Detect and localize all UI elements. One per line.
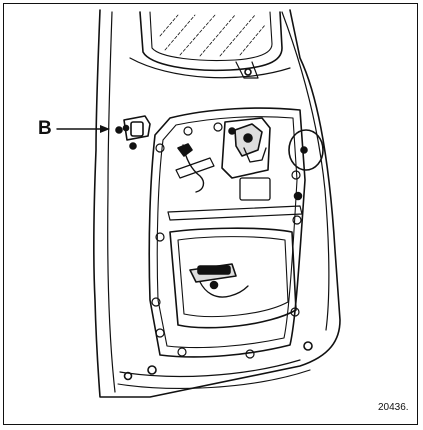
window-regulator-slot	[235, 61, 259, 79]
door-inner-flange	[107, 11, 116, 393]
lock-rod	[182, 144, 205, 193]
door-outer-outline	[93, 9, 341, 398]
window-glass-edge	[149, 11, 273, 62]
lower-left-hole	[123, 371, 133, 381]
callout-label-b: B	[38, 118, 52, 139]
door-bottom-hem	[117, 369, 311, 389]
striker-screw-side	[122, 124, 130, 132]
regulator-bolt	[244, 68, 252, 76]
lock-bolt	[228, 127, 236, 135]
window-bottom-rail	[129, 57, 291, 79]
window-glass-hatching	[159, 14, 266, 57]
lock-pivot	[243, 133, 253, 143]
door-inner-flange-right	[281, 11, 330, 331]
lock-lever-arm	[243, 147, 267, 163]
handle-recess-outline	[169, 227, 297, 329]
striker-bracket	[123, 115, 151, 141]
rail-bolt-right	[293, 191, 303, 201]
trim-recess-inner	[156, 116, 298, 349]
striker-screw-top	[115, 126, 123, 134]
lock-bracket	[239, 177, 271, 201]
callout-arrowhead	[100, 125, 110, 133]
handle-pivot	[209, 280, 219, 290]
striker-screw-bottom	[129, 142, 137, 150]
mounting-holes	[151, 122, 302, 359]
linkage-bar	[175, 157, 215, 179]
diagram-frame	[3, 3, 418, 425]
handle-recess-inner	[177, 236, 289, 318]
striker-plate	[130, 121, 144, 137]
rod-clip	[177, 143, 193, 157]
handle-rod	[199, 281, 249, 298]
release-actuator	[288, 129, 324, 171]
lock-mechanism-housing	[221, 117, 271, 179]
door-bottom-panel	[119, 359, 301, 378]
actuator-center	[300, 146, 308, 154]
handle-grip	[197, 265, 231, 275]
trim-recess-outline	[148, 107, 306, 358]
figure-number: 20436.	[378, 402, 409, 413]
middle-rail	[167, 205, 303, 221]
bottom-hinge-bolt	[303, 341, 313, 351]
bottom-drain-hole	[147, 365, 157, 375]
window-frame	[139, 11, 283, 72]
